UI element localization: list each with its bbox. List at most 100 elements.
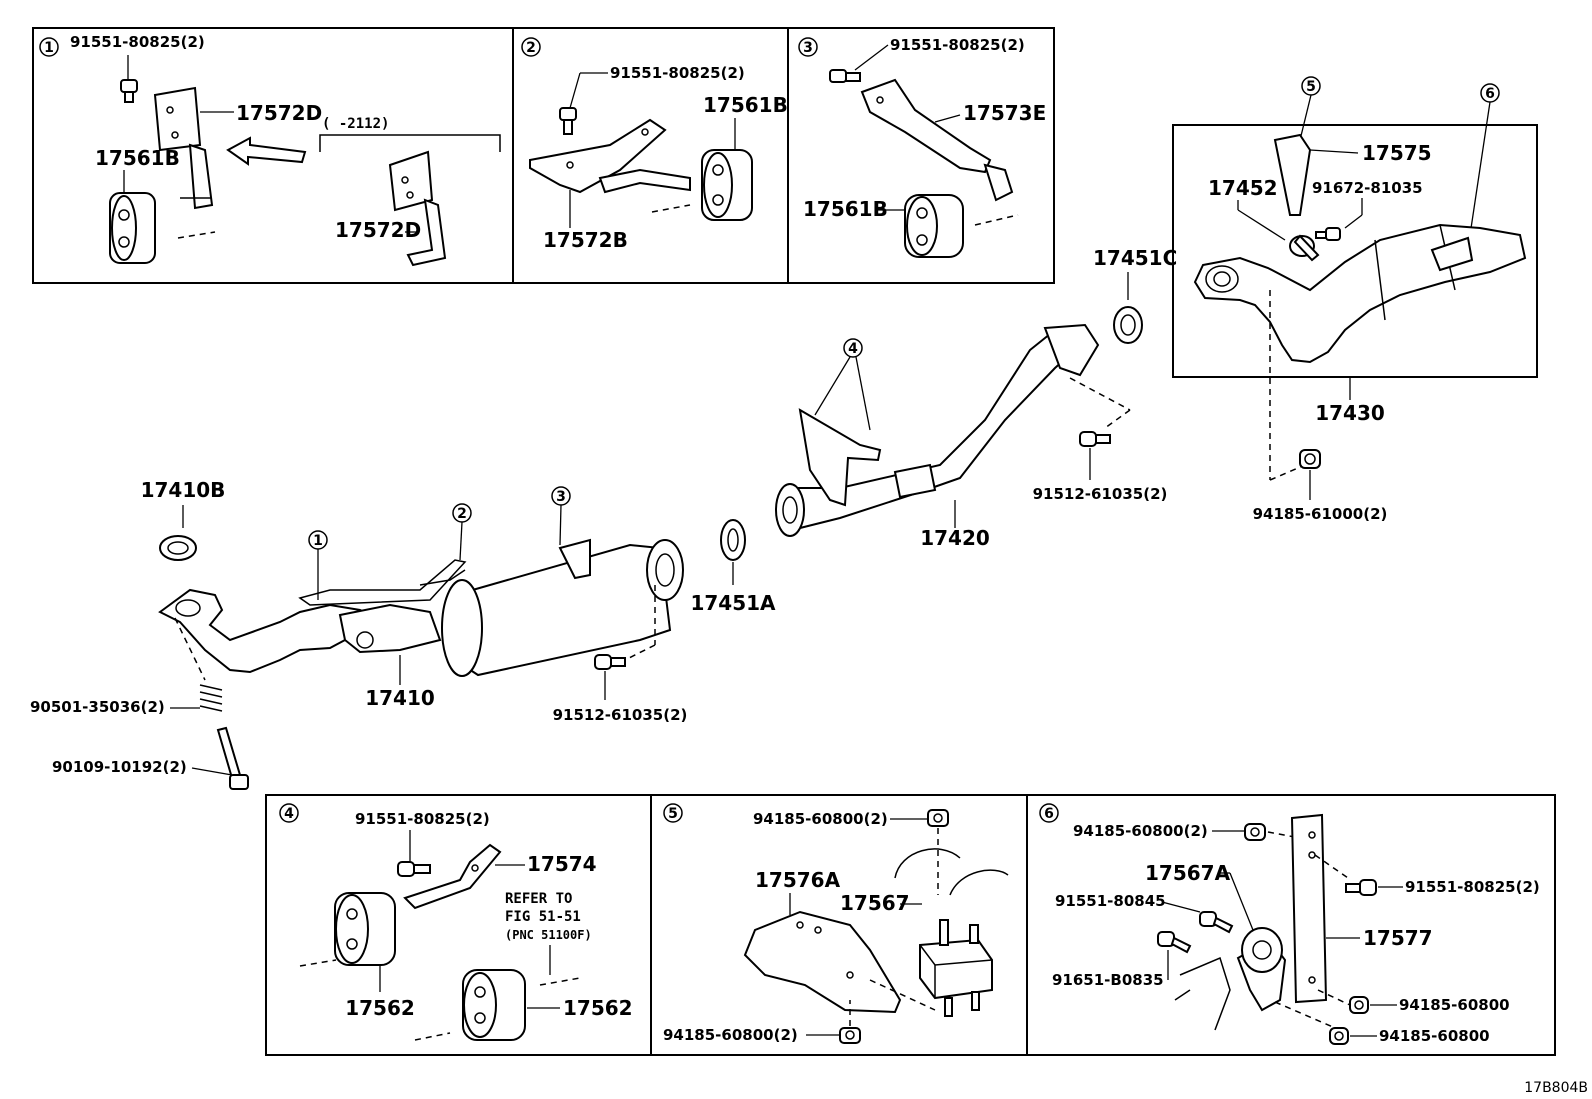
gasket-icon (720, 519, 746, 561)
inset-3: 3 91551-80825(2) 17573E 17561B (787, 27, 1055, 284)
spring-icon (199, 684, 223, 712)
part-label-front-pipe: 17410 (365, 686, 435, 710)
nut-icon (839, 1027, 861, 1044)
refer-line-2: FIG 51-51 (505, 909, 581, 925)
callout-5: 5 (1306, 79, 1316, 95)
callout-3: 3 (556, 489, 566, 505)
part-number-bolt-b: 91651-B0835 (1052, 971, 1164, 989)
part-number-bolt-a: 91551-80845 (1055, 892, 1166, 910)
part-label-cushion: 17561B (95, 146, 180, 170)
bolt-icon (397, 861, 431, 877)
part-label-center-pipe: 17420 (920, 526, 990, 550)
part-number-bolt: 91551-80825(2) (890, 36, 1025, 54)
part-label-bracket: 17576A (755, 868, 841, 892)
part-number-nut-top: 94185-60800(2) (1073, 822, 1208, 840)
part-number-nut-conv: 94185-61000(2) (1253, 505, 1388, 523)
part-number-stud-bolt: 90109-10192(2) (52, 758, 187, 776)
part-number-nut-top: 94185-60800(2) (753, 810, 888, 828)
part-label-converter: 17430 (1315, 401, 1385, 425)
rubber-cushion-icon (904, 194, 964, 258)
bolt-icon (559, 107, 577, 135)
bracket-17572d-icon (153, 86, 214, 210)
callout-2: 2 (457, 506, 467, 522)
part-number-bolt: 91551-80825(2) (70, 33, 205, 51)
inset-number: 3 (803, 40, 813, 56)
inset-number: 6 (1044, 806, 1054, 822)
part-number-bolt: 91551-80825(2) (610, 64, 745, 82)
diagram-code: 17B804B (1524, 1080, 1588, 1096)
part-label-hanger: 17567A (1145, 861, 1231, 885)
part-label-17575: 17575 (1362, 141, 1432, 165)
inset-number: 5 (668, 806, 678, 822)
bracket-17576a-icon (743, 910, 902, 1014)
part-label-cushion: 17561B (703, 93, 788, 117)
engine-mount-icon (919, 919, 993, 1017)
gasket-icon (1113, 306, 1143, 344)
front-pipe-17410-icon (158, 559, 467, 674)
arrow-left-icon (226, 136, 307, 166)
part-number-nut-b: 94185-60800 (1379, 1027, 1490, 1045)
rubber-cushion-icon (334, 892, 396, 966)
part-label-cushion-a: 17562 (345, 996, 415, 1020)
gasket-17451c: 17451C (1093, 246, 1177, 344)
converter-assembly: 5 6 17575 17452 91672-81035 (1172, 76, 1538, 523)
part-label-mount: 17567 (840, 891, 910, 915)
nut-icon (927, 809, 949, 827)
part-label-bracket: 17572B (543, 228, 628, 252)
rubber-cushion-icon (462, 969, 526, 1041)
inset-number: 1 (44, 40, 54, 56)
bolt-icon (1315, 227, 1341, 241)
part-number-bolt-rear: 91512-61035(2) (1033, 485, 1168, 503)
gasket-17451a: 17451A (690, 519, 776, 615)
part-number-spring: 90501-35036(2) (30, 698, 165, 716)
bolt-icon (829, 69, 861, 83)
part-number-bolt: 91551-80825(2) (355, 810, 490, 828)
part-label-cushion: 17561B (803, 197, 888, 221)
catalytic-converter-icon (1193, 223, 1527, 364)
callout-4: 4 (848, 341, 858, 357)
front-pipe: 17410B 1 2 3 (30, 478, 688, 790)
inset-6: 6 94185-60800(2) 91551-80825(2) 17577 17… (1026, 794, 1556, 1056)
gasket-icon (159, 535, 197, 561)
refer-line-1: REFER TO (505, 891, 572, 907)
callout-6: 6 (1485, 86, 1495, 102)
bolt-icon (1345, 879, 1377, 896)
bracket-17575-icon (1273, 133, 1312, 216)
bracket-17577-icon (1290, 813, 1328, 1004)
inset-2: 2 91551-80825(2) 17572B 17561B (512, 27, 789, 284)
part-label-bracket: 17577 (1363, 926, 1433, 950)
rubber-cushion-icon (109, 192, 156, 264)
clamp-icon (1289, 234, 1320, 262)
center-pipe: 4 91512-61035(2) 17420 (775, 323, 1168, 550)
bracket-17572d-alt-icon (388, 150, 447, 267)
inset-number: 4 (284, 806, 294, 822)
inset-5: 5 94185-60800(2) 17576A 17567 (650, 794, 1028, 1056)
part-label-gasket-mid: 17451A (690, 591, 776, 615)
rubber-cushion-icon (701, 149, 753, 221)
nut-icon (1244, 823, 1266, 841)
part-label-bracket: 17574 (527, 852, 597, 876)
part-label-bracket: 17573E (963, 101, 1046, 125)
inset-number: 2 (526, 40, 536, 56)
bolt-icon (594, 654, 626, 670)
bolt-icon (1157, 931, 1192, 954)
part-number-nut-bottom: 94185-60800(2) (663, 1026, 798, 1044)
pipe-17420-icon (775, 323, 1100, 537)
bolt-icon (1079, 431, 1111, 447)
model-note: ( -2112) (322, 116, 389, 132)
inset-4: 4 91551-80825(2) 17574 17562 REFER TO FI… (265, 794, 652, 1056)
part-label-cushion-b: 17562 (563, 996, 633, 1020)
refer-line-3: (PNC 51100F) (505, 928, 592, 942)
part-number-bolt-mid: 91512-61035(2) (553, 706, 688, 724)
callout-circle (39, 37, 59, 57)
bracket-17572b-icon (529, 118, 691, 194)
part-number-bolt-c: 91551-80825(2) (1405, 878, 1540, 896)
bolt-icon (1199, 911, 1234, 934)
hanger-17567a-icon (1236, 927, 1287, 1012)
inset-1: 1 91551-80825(2) 17572D 17561B (32, 27, 514, 284)
part-label-bracket-alt: 17572D (335, 218, 421, 242)
dpf-canister-icon (441, 538, 684, 677)
part-label-bracket: 17572D (236, 101, 322, 125)
stud-bolt-icon (216, 726, 249, 790)
